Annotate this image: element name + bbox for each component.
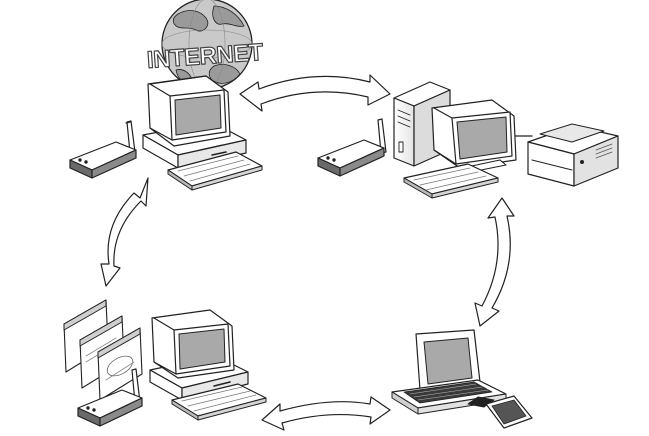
- left-double-arrow-icon: [101, 178, 148, 286]
- office-tower-computer-icon: [394, 82, 532, 198]
- top-double-arrow-icon: [240, 75, 390, 111]
- bottom-double-arrow-icon: [262, 397, 390, 430]
- printer-icon: [528, 124, 618, 186]
- office-router-icon: [318, 119, 386, 176]
- home-pc-icon: [150, 310, 266, 420]
- document-windows-icon: [64, 300, 142, 400]
- right-double-arrow-icon: [475, 198, 514, 326]
- internet-pc-router-icon: [70, 121, 136, 178]
- pc-card-icon: [468, 396, 532, 428]
